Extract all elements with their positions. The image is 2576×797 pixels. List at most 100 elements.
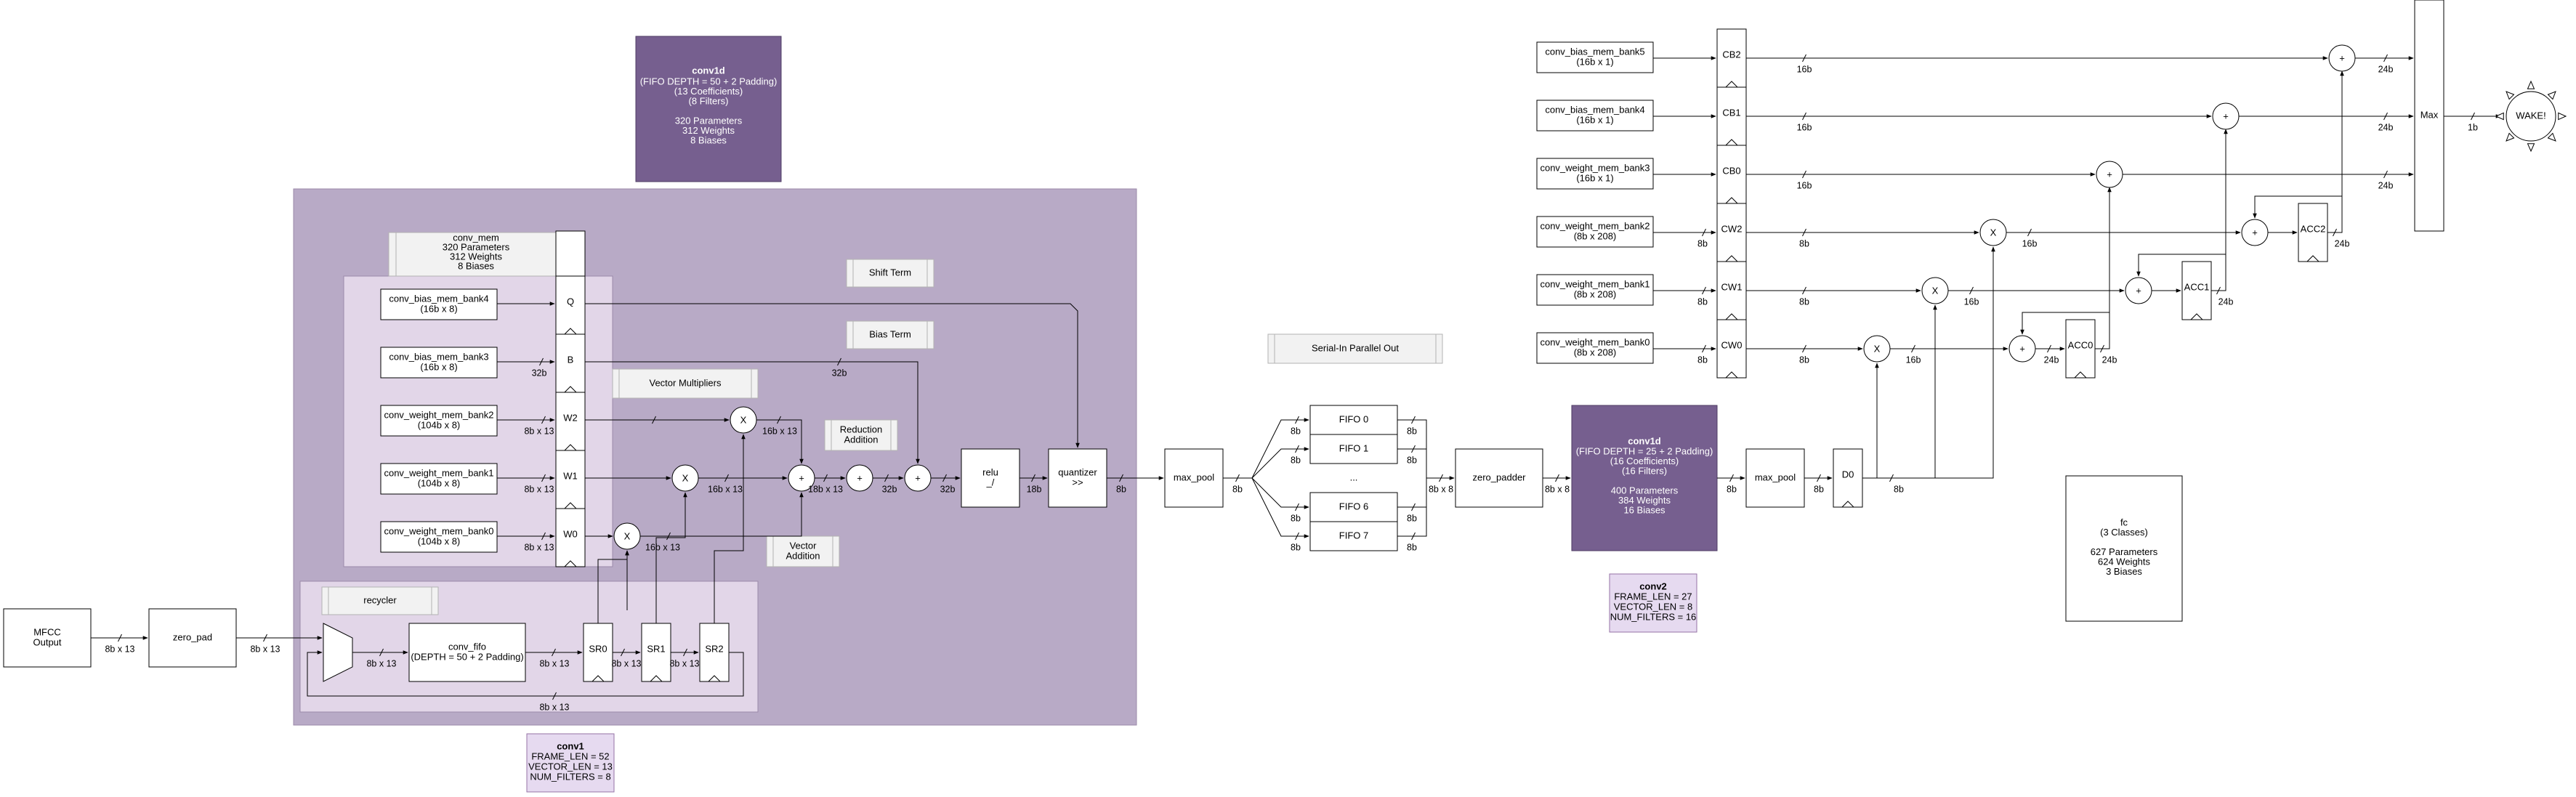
conv2-summary-title: conv1d [1628, 435, 1661, 446]
wire-label-fifo-in: 8b [1291, 513, 1301, 523]
conv1-summary-line: 312 Weights [682, 125, 735, 136]
fc-reg-cw0-rect [1716, 319, 1747, 379]
fc-mem-bank-3-size: (8b x 208) [1574, 230, 1617, 241]
quantizer-block-rect [1048, 448, 1107, 508]
note-reduction-addition-rect [824, 419, 898, 451]
conv1-reg-b: B [555, 333, 586, 393]
wire-slash [2047, 344, 2051, 353]
conv1-config-title: conv1 [557, 740, 584, 751]
conv2-config-line: FRAME_LEN = 27 [1614, 591, 1692, 602]
fc-summary-line: 624 Weights [2098, 556, 2151, 567]
wire-slash [263, 634, 267, 642]
fc-mul-cw2: X [1979, 219, 2007, 246]
conv1-reg-q-rect [555, 275, 586, 335]
wire-label-add0-out: 24b [2044, 355, 2059, 365]
wire-label-w2: 8b x 13 [524, 426, 554, 436]
shift-reg-2: SR2 [699, 623, 730, 682]
acc-1-label: ACC1 [2184, 281, 2210, 292]
conv1-reg-column-top [555, 230, 586, 277]
wire-label-zero-pad-out: 8b x 13 [250, 644, 280, 654]
wire-slash [1802, 170, 1806, 179]
fc-bias-add-0: + [2096, 161, 2123, 188]
wake-sun-icon: WAKE! [2495, 80, 2567, 153]
add-reduction: + [846, 464, 873, 492]
wake-sun-ray [2558, 112, 2567, 121]
conv1-reg-w1-clock-icon [564, 502, 577, 509]
wire-label-cb1: 16b [1797, 122, 1812, 132]
add-bias: + [904, 464, 932, 492]
note-vector-multipliers-rect [612, 368, 759, 399]
wire-slash [2333, 228, 2337, 237]
wire-label-fifo-in: 8b [1291, 542, 1301, 552]
conv1-mem-bank-0: conv_bias_mem_bank4(16b x 8) [380, 288, 498, 320]
zero-pad-block-label: zero_pad [173, 631, 212, 642]
max-block-rect [2414, 0, 2444, 232]
wake-sun-body [2506, 91, 2556, 142]
mul-w0-symbol: X [624, 530, 631, 541]
wire-label-relu-out: 18b [1027, 484, 1042, 494]
d0-to-mul0 [1862, 363, 1879, 479]
wire-label-cb0: 16b [1797, 180, 1812, 190]
wake-sun-ray [2547, 132, 2556, 142]
wire-slash [552, 692, 557, 700]
fifo-4-label: FIFO 7 [1339, 530, 1368, 541]
wire-slash [118, 634, 122, 642]
wire-label-max-pool2-out: 8b [1814, 484, 1824, 494]
fc-reg-cw0: CW0 [1716, 319, 1747, 379]
fc-reg-cw1-label: CW1 [1721, 281, 1743, 292]
shift-reg-2-clock-icon [708, 675, 721, 682]
fifo-3: FIFO 6 [1309, 492, 1398, 522]
wire-slash [724, 474, 729, 482]
conv1-mem-bank-4-size: (104b x 8) [418, 535, 461, 546]
wire-label-bias: 32b [832, 368, 847, 378]
conv1-reg-w0: W0 [555, 508, 586, 567]
fc-mul-cw1: X [1921, 277, 1949, 304]
wire-label-mfcc-out: 8b x 13 [105, 644, 134, 654]
fc-mem-bank-1-size: (16b x 1) [1576, 114, 1613, 125]
fifo-1: FIFO 1 [1309, 434, 1398, 464]
wire-label-cw1: 8b [1799, 296, 1809, 307]
wake-label: WAKE! [2516, 110, 2545, 121]
max-pool-2-label: max_pool [1755, 472, 1796, 482]
wire-label-b: 32b [532, 368, 547, 378]
wire-label-max-in-0: 24b [2378, 180, 2394, 190]
conv1-reg-q: Q [555, 275, 586, 335]
wire-slash [1802, 286, 1806, 295]
conv1-reg-w2-rect [555, 392, 586, 451]
wire-label-cw0: 8b [1799, 355, 1809, 365]
relu-block-rect [961, 448, 1020, 508]
wire-slash [942, 474, 947, 482]
note-vector-addition-label: Vector [790, 540, 817, 551]
fifo-ellipsis: ... [1350, 472, 1358, 482]
note-sipo: Serial-In Parallel Out [1267, 333, 1443, 364]
shift-reg-0-rect [583, 623, 613, 682]
shift-reg-0: SR0 [583, 623, 613, 682]
conv-mem-line: 8 Biases [458, 260, 494, 271]
shift-reg-0-label: SR0 [589, 643, 607, 654]
wire-slash [1802, 54, 1806, 62]
conv1-mem-bank-1-size: (16b x 8) [420, 361, 457, 372]
shift-reg-1-label: SR1 [647, 643, 665, 654]
wire-label-mul2-out: 16b [2022, 238, 2038, 248]
wire-slash [1802, 112, 1806, 121]
conv1-reg-w2-clock-icon [564, 444, 577, 451]
fc-reg-cb0-label: CB0 [1722, 165, 1740, 176]
wire-label-max-in-2: 24b [2378, 64, 2394, 74]
mul-w1: X [671, 464, 699, 492]
wire-slash [621, 648, 625, 657]
conv1-reg-w0-rect [555, 508, 586, 567]
conv1-mem-bank-2-name: conv_weight_mem_bank2 [384, 409, 493, 420]
conv1-summary-line: (FIFO DEPTH = 50 + 2 Padding) [640, 76, 778, 86]
relu-block: relu_/ [961, 448, 1020, 508]
wire-slash [2216, 286, 2221, 295]
fc-mem-bank-4-name: conv_weight_mem_bank1 [1540, 278, 1650, 289]
conv1-mem-bank-4-rect [380, 521, 498, 553]
conv1-config-rect [526, 733, 615, 793]
wire-slash [1702, 344, 1706, 353]
shift-reg-2-label: SR2 [705, 643, 723, 654]
fc-add-1-symbol: + [2136, 285, 2141, 296]
max-pool-1-label: max_pool [1174, 472, 1214, 482]
fc-mem-bank-2-rect [1536, 158, 1654, 190]
shift-wire [585, 303, 1080, 448]
